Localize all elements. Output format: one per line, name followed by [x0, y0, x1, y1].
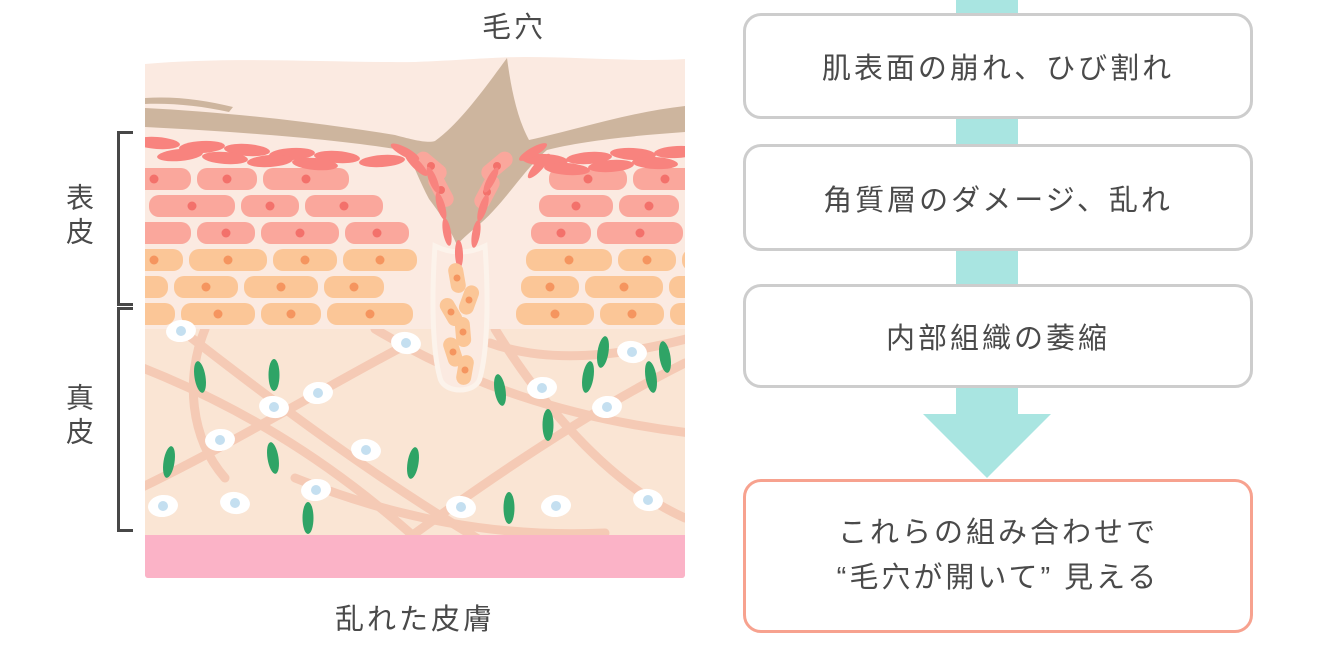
flow-step-1: 肌表面の崩れ、ひび割れ: [743, 13, 1253, 119]
pore-label: 毛穴: [481, 12, 546, 44]
flow-step-2-label: 角質層のダメージ、乱れ: [823, 184, 1173, 217]
epidermis-label: 表皮: [63, 183, 94, 251]
flow-arrow-shaft-top: [956, 0, 1018, 14]
skin-cross-section-illustration: [145, 57, 685, 578]
flow-step-1-label: 肌表面の崩れ、ひび割れ: [821, 53, 1175, 85]
flow-result-box: これらの組み合わせで “毛穴が開いて” 見える: [743, 479, 1253, 633]
flow-result-line2: “毛穴が開いて” 見える: [836, 562, 1160, 594]
epidermis-bracket: [117, 131, 133, 306]
flow-big-arrow-shaft: [956, 387, 1018, 415]
flow-step-3: 内部組織の萎縮: [743, 284, 1253, 388]
flow-result-line1: これらの組み合わせで: [837, 517, 1158, 550]
flow-big-arrowhead-icon: [923, 414, 1051, 478]
skin-caption: 乱れた皮膚: [334, 604, 495, 636]
flow-step-2: 角質層のダメージ、乱れ: [743, 144, 1253, 251]
dermis-bracket: [117, 307, 133, 532]
flow-arrow-shaft-2: [956, 250, 1018, 285]
flow-arrow-shaft-1: [956, 118, 1018, 145]
dermis-label: 真皮: [63, 383, 94, 451]
flow-step-3-label: 内部組織の萎縮: [885, 323, 1110, 355]
